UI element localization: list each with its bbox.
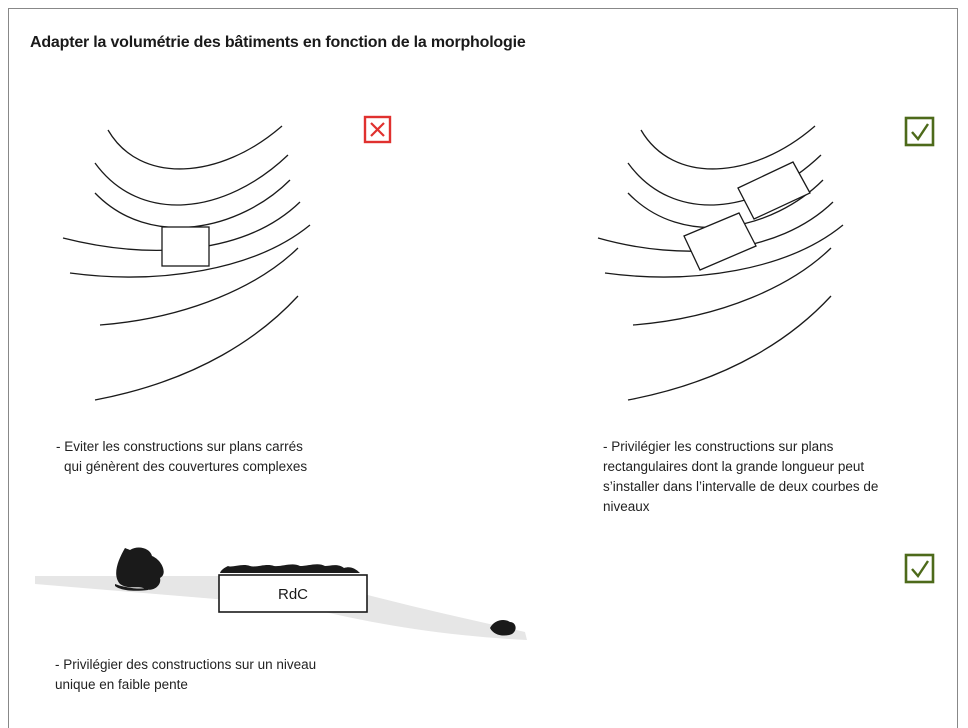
contour-lines-right bbox=[597, 125, 844, 401]
contour-line bbox=[632, 247, 832, 326]
caption-line: qui génèrent des couvertures complexes bbox=[64, 459, 308, 474]
rdc-building bbox=[218, 574, 368, 613]
contour-line bbox=[69, 224, 311, 278]
rect-building-lower bbox=[683, 212, 757, 271]
green-roof bbox=[220, 564, 360, 573]
check-box-icon bbox=[904, 116, 935, 147]
caption-line: - Eviter les constructions sur plans car… bbox=[56, 439, 303, 454]
tree-left bbox=[115, 547, 164, 591]
contour-line bbox=[94, 154, 289, 206]
caption-line: niveaux bbox=[603, 499, 650, 514]
building-label: RdC bbox=[278, 586, 308, 603]
caption-square-plans: - Eviter les constructions sur plans car… bbox=[56, 437, 386, 477]
contour-line bbox=[107, 125, 283, 170]
caption-line: rectangulaires dont la grande longueur p… bbox=[603, 459, 865, 474]
ground-slope bbox=[35, 576, 527, 640]
contour-line bbox=[604, 224, 844, 278]
contour-line bbox=[627, 295, 832, 401]
contour-line bbox=[640, 125, 816, 170]
caption-line: unique en faible pente bbox=[55, 677, 188, 692]
cross-box-icon bbox=[363, 115, 392, 144]
page-title: Adapter la volumétrie des bâtiments en f… bbox=[30, 34, 526, 51]
rect-building-upper bbox=[737, 161, 811, 220]
caption-line: - Privilégier des constructions sur un n… bbox=[55, 657, 317, 672]
caption-line: s’installer dans l’intervalle de deux co… bbox=[603, 479, 879, 494]
check-box-icon bbox=[904, 553, 935, 584]
contour-line bbox=[94, 295, 299, 401]
caption-rectangular-plans: - Privilégier les constructions sur plan… bbox=[603, 437, 943, 517]
shrub-right bbox=[490, 620, 516, 636]
square-building bbox=[161, 226, 210, 267]
caption-single-level: - Privilégier des constructions sur un n… bbox=[55, 655, 385, 695]
caption-line: - Privilégier les constructions sur plan… bbox=[603, 439, 834, 454]
contour-line bbox=[99, 247, 299, 326]
diagram-frame bbox=[8, 8, 958, 728]
rectangular-buildings bbox=[683, 161, 811, 271]
